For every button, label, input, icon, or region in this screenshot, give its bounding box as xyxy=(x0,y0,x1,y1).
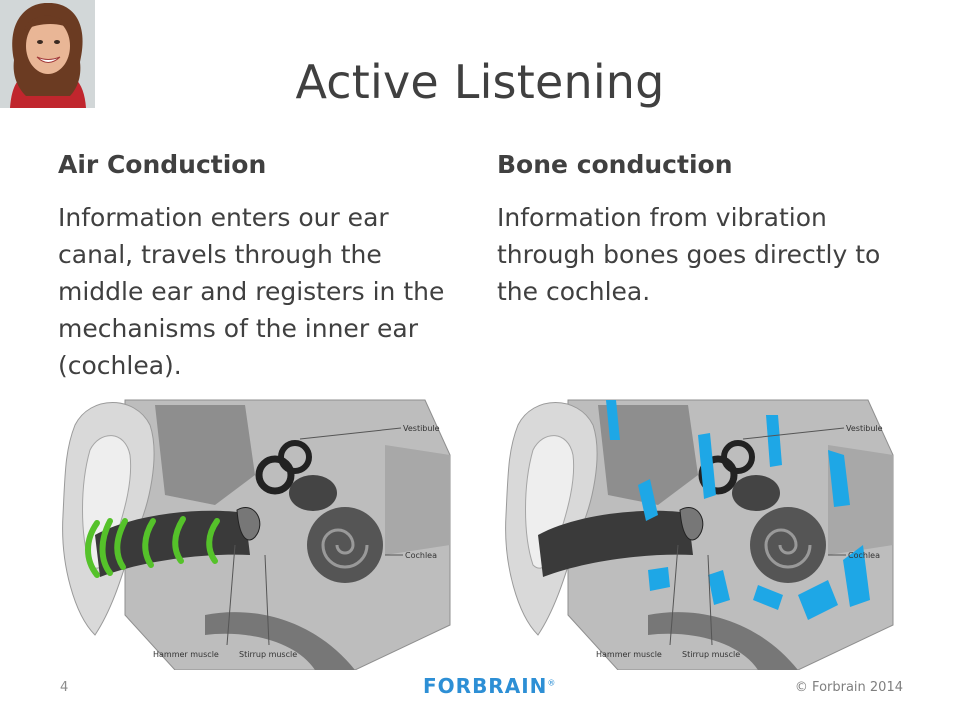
forbrain-logo: FORBRAIN® xyxy=(423,674,556,698)
bone-conduction-ear-diagram: Vestibule Cochlea Hammer muscle Stirrup … xyxy=(498,395,898,670)
sound-wave-marks xyxy=(85,516,220,578)
presenter-photo xyxy=(0,0,95,108)
copyright-text: © Forbrain 2014 xyxy=(794,680,903,695)
logo-registered-mark: ® xyxy=(547,678,557,688)
cochlea-label: Cochlea xyxy=(405,551,437,560)
air-conduction-text: Information enters our ear canal, travel… xyxy=(58,203,445,380)
bone-vibration-marks xyxy=(606,400,870,620)
vestibule-label: Vestibule xyxy=(846,424,883,433)
cochlea-label: Cochlea xyxy=(848,551,880,560)
slide-title: Active Listening xyxy=(295,55,665,109)
logo-text: FORBRAIN xyxy=(423,674,548,698)
hammer-muscle-label: Hammer muscle xyxy=(596,650,662,659)
page-number: 4 xyxy=(60,680,69,695)
bone-conduction-heading: Bone conduction xyxy=(497,150,733,179)
air-conduction-ear-diagram: Vestibule Cochlea Hammer muscle Stirrup … xyxy=(55,395,455,670)
air-conduction-column: Air Conduction Information enters our ea… xyxy=(58,150,468,384)
vestibule-label: Vestibule xyxy=(403,424,440,433)
stirrup-muscle-label: Stirrup muscle xyxy=(682,650,740,659)
bone-conduction-text: Information from vibration through bones… xyxy=(497,203,881,306)
stirrup-muscle-label: Stirrup muscle xyxy=(239,650,297,659)
bone-conduction-column: Bone conduction Information from vibrati… xyxy=(497,150,907,310)
air-conduction-heading: Air Conduction xyxy=(58,150,267,179)
hammer-muscle-label: Hammer muscle xyxy=(153,650,219,659)
